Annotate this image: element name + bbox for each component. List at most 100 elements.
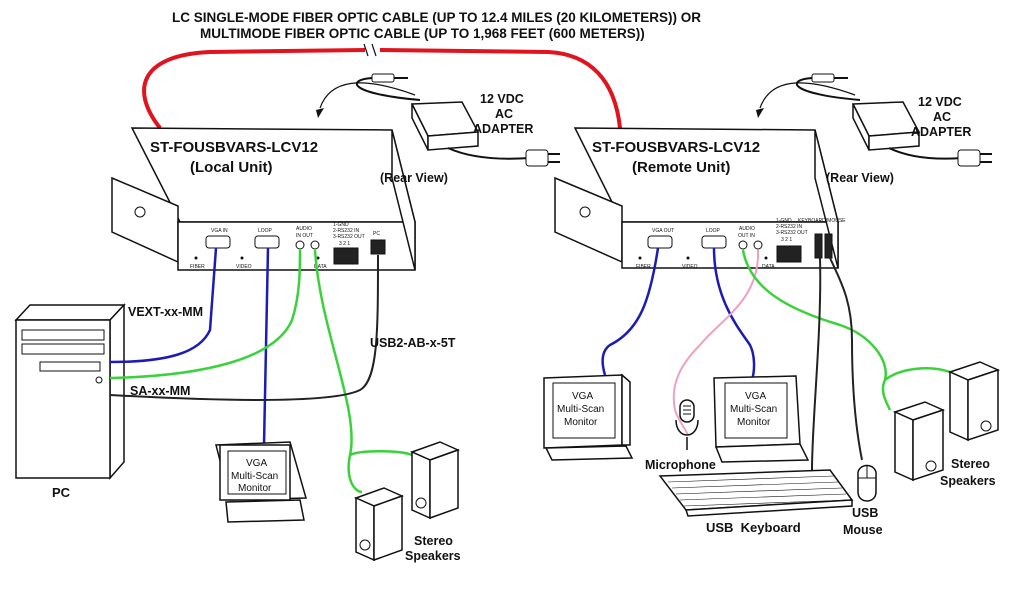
remote-audio-io-label: OUT IN [738, 233, 755, 239]
local-unit-role: (Local Unit) [190, 159, 273, 176]
remote-loop-port[interactable] [701, 235, 727, 249]
audio-cable-pc-to-local [109, 249, 302, 380]
right-plug-icon [957, 149, 981, 167]
remote-vga-out-label: VGA OUT [652, 228, 674, 234]
local-data-led-label: DATA [314, 264, 327, 270]
local-stereo-speakers: Stereo Speakers [353, 441, 461, 563]
remote-audio-in-jack[interactable] [753, 240, 763, 250]
local-unit-bracket-right [391, 129, 416, 271]
fiber-optic-cable [142, 48, 622, 130]
remote-audio-out-jack[interactable] [738, 240, 748, 250]
local-rs232-line3: 3-RS232 OUT [333, 234, 365, 240]
usb-cable-to-mouse [829, 257, 863, 461]
right-adapter-line1: 12 VDC [918, 95, 962, 109]
remote-monitor-a-line2: Multi-Scan [557, 404, 604, 415]
local-pc-label: PC [373, 231, 380, 237]
remote-usb-port-1[interactable] [814, 233, 823, 259]
right-adapter-line3: ADAPTER [911, 125, 971, 139]
local-fiber-led-label: FIBER [190, 264, 205, 270]
remote-unit-front-panel [621, 221, 839, 269]
local-vga-in-port[interactable] [205, 235, 231, 249]
local-audio-in-jack[interactable] [295, 240, 305, 250]
microphone-cable [672, 249, 760, 436]
local-speakers-line2: Speakers [405, 549, 461, 563]
right-rear-view-label: (Rear View) [826, 171, 894, 185]
cable-break-icon [363, 43, 377, 57]
remote-unit-role: (Remote Unit) [632, 159, 730, 176]
local-rs232-line1: 1-GND [333, 222, 349, 228]
right-adapter-line2: AC [933, 110, 951, 124]
remote-usb-port-2[interactable] [824, 233, 833, 259]
local-monitor-line3: Monitor [238, 483, 272, 494]
local-monitor-line1: VGA [246, 458, 267, 469]
pc-label: PC [52, 485, 71, 500]
left-rear-view-arrow [319, 82, 416, 109]
usb-keyboard: USB Keyboard [658, 469, 854, 535]
remote-monitor-b-line3: Monitor [737, 417, 771, 428]
left-adapter-line2: AC [495, 107, 513, 121]
remote-audio-label: AUDIO [739, 226, 755, 232]
remote-rs232-line2: 2-RS232 IN [776, 224, 803, 230]
right-rear-view-arrow [759, 82, 856, 109]
local-rs232-line2: 2-RS232 IN [333, 228, 360, 234]
remote-keyboard-mouse-label: KEYBOARD/MOUSE [798, 218, 846, 224]
remote-monitor-a-line3: Monitor [564, 417, 598, 428]
remote-rs232-line3: 3-RS232 OUT [776, 230, 808, 236]
local-unit: ST-FOUSBVARS-LCV12 (Local Unit) VGA IN L… [111, 127, 416, 271]
fiber-caption-line1: LC SINGLE-MODE FIBER OPTIC CABLE (UP TO … [172, 10, 701, 25]
vga-cable-remote-loop-to-monitor-b [712, 247, 756, 381]
fiber-caption-line2: MULTIMODE FIBER OPTIC CABLE (UP TO 1,968… [200, 26, 645, 41]
keyboard-label: USB Keyboard [706, 520, 801, 535]
fiber-cable-caption: LC SINGLE-MODE FIBER OPTIC CABLE (UP TO … [172, 10, 701, 41]
remote-vga-out-port[interactable] [647, 235, 673, 249]
remote-monitor-a: VGA Multi-Scan Monitor [543, 373, 634, 461]
usb2-cable-label: USB2-AB-x-5T [370, 336, 456, 350]
sa-cable-label: SA-xx-MM [130, 384, 190, 398]
left-rear-view-label: (Rear View) [380, 171, 448, 185]
remote-speakers-line2: Speakers [940, 474, 996, 488]
local-video-led-label: VIDEO [236, 264, 252, 270]
local-usb-pc-port[interactable] [370, 239, 386, 255]
audio-cable-remote-to-speakers [741, 249, 951, 411]
remote-data-led-label: DATA [762, 264, 775, 270]
local-monitor-line2: Multi-Scan [231, 471, 278, 482]
left-ac-adapter: 12 VDC AC ADAPTER (Rear View) [316, 73, 560, 185]
remote-unit-model: ST-FOUSBVARS-LCV12 [592, 139, 760, 156]
local-loop-port[interactable] [254, 235, 280, 249]
local-rs232-pins: 3 2 1 [339, 241, 350, 247]
local-monitor: VGA Multi-Scan Monitor [215, 441, 307, 523]
local-speakers-line1: Stereo [414, 534, 453, 548]
remote-monitor-b: VGA Multi-Scan Monitor [713, 375, 810, 463]
audio-cable-local-to-speakers [313, 249, 413, 494]
vga-cable-pc-to-local [109, 247, 218, 364]
remote-fiber-led-label: FIBER [636, 264, 651, 270]
remote-stereo-speakers: Stereo Speakers [892, 361, 1001, 488]
local-audio-io-label: IN OUT [296, 233, 313, 239]
left-plug-icon [525, 149, 549, 167]
microphone-label: Microphone [645, 458, 716, 472]
local-rs232-terminal[interactable] [333, 247, 359, 265]
remote-rs232-line1: 1-GND [776, 218, 792, 224]
remote-speakers-line1: Stereo [951, 457, 990, 471]
usb-cable-to-keyboard [811, 257, 822, 471]
local-audio-label: AUDIO [296, 226, 312, 232]
remote-unit: ST-FOUSBVARS-LCV12 (Remote Unit) VGA OUT… [554, 127, 846, 270]
local-vga-in-label: VGA IN [211, 228, 228, 234]
mouse-label-line2: Mouse [843, 523, 883, 537]
usb-mouse: USB Mouse [843, 464, 883, 537]
local-unit-model: ST-FOUSBVARS-LCV12 [150, 139, 318, 156]
left-adapter-line1: 12 VDC [480, 92, 524, 106]
usb-cable-pc-to-local [109, 254, 379, 401]
remote-rs232-pins: 3 2 1 [781, 237, 792, 243]
pc-tower: PC [14, 303, 126, 500]
right-ac-adapter: 12 VDC AC ADAPTER (Rear View) [756, 73, 992, 185]
vext-cable-label: VEXT-xx-MM [128, 305, 203, 319]
mouse-label-line1: USB [852, 506, 878, 520]
remote-loop-label: LOOP [706, 228, 721, 234]
remote-rs232-terminal[interactable] [776, 245, 802, 263]
remote-monitor-b-line2: Multi-Scan [730, 404, 777, 415]
local-audio-out-jack[interactable] [310, 240, 320, 250]
local-loop-label: LOOP [258, 228, 273, 234]
left-adapter-line3: ADAPTER [473, 122, 533, 136]
